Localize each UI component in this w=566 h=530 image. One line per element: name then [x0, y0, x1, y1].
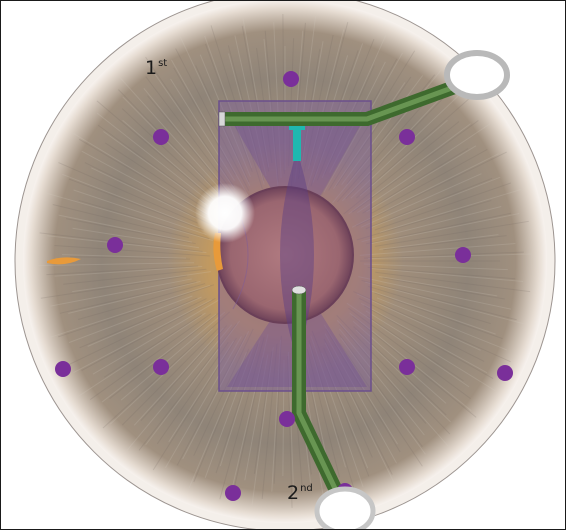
marker-dot [225, 485, 241, 501]
marker-dot [497, 365, 513, 381]
marker-dot [283, 71, 299, 87]
second-pass-label: 2nd [287, 484, 313, 503]
ring-port-icon [447, 53, 507, 97]
ring-port-icon [317, 489, 373, 529]
marker-dot [399, 359, 415, 375]
marker-dot [153, 359, 169, 375]
lower-tube-tip [292, 286, 306, 294]
first-pass-suffix: st [158, 58, 167, 69]
specular-highlight [195, 183, 255, 243]
second-pass-number: 2 [287, 482, 299, 504]
first-pass-number: 1 [145, 57, 157, 79]
first-pass-label: 1st [145, 59, 167, 78]
marker-dot [153, 129, 169, 145]
second-pass-suffix: nd [300, 483, 313, 494]
marker-dot [399, 129, 415, 145]
cyan-marker [293, 127, 301, 161]
marker-dot [55, 361, 71, 377]
marker-dot [279, 411, 295, 427]
marker-dot [455, 247, 471, 263]
marker-dot [107, 237, 123, 253]
upper-tube-tip [219, 112, 225, 126]
